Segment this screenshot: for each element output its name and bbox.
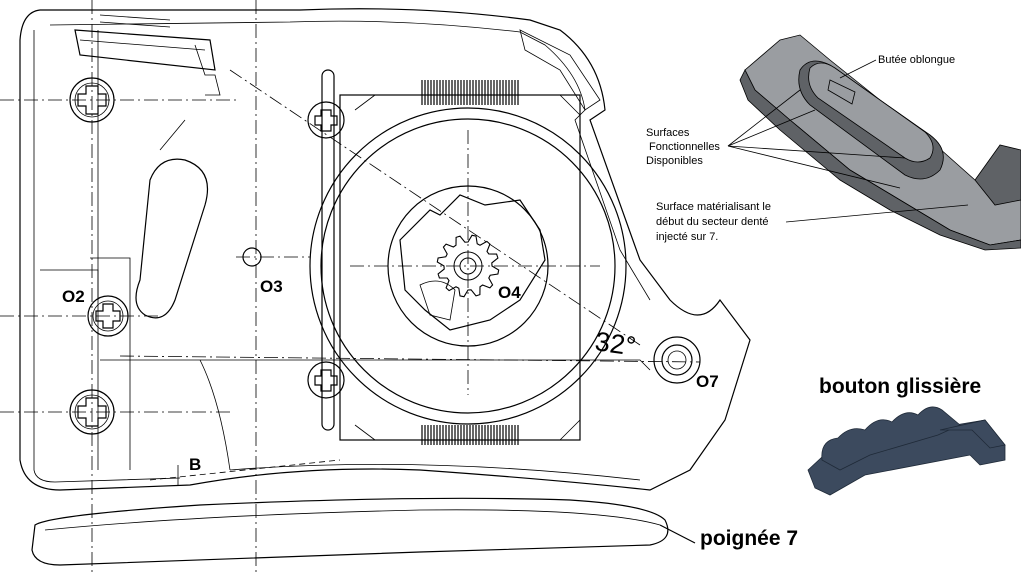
label-o4: O4 xyxy=(498,283,521,302)
oblong-slot xyxy=(135,119,209,319)
button-tab xyxy=(939,419,1006,449)
pivot-o7 xyxy=(653,336,701,384)
construction-lines xyxy=(0,0,701,574)
annotation-surface-mat-1: Surface matérialisant le xyxy=(656,201,771,213)
label-poignee: poignée 7 xyxy=(700,527,798,550)
annotation-surface-mat-2: début du secteur denté xyxy=(656,216,769,228)
annotation-surfaces-3: Disponibles xyxy=(646,155,703,167)
rack-teeth-top xyxy=(421,80,519,105)
annotation-butee: Butée oblongue xyxy=(878,54,955,66)
screw-upper-gear xyxy=(307,101,345,139)
housing-outline xyxy=(19,8,751,491)
label-o2: O2 xyxy=(62,287,85,306)
annotation-leaders xyxy=(727,59,969,223)
oblong-boss-top xyxy=(808,62,934,163)
top-slide-track xyxy=(74,14,601,111)
label-bouton: bouton glissière xyxy=(819,375,981,398)
part-side-face xyxy=(739,69,1021,251)
angle-label: 32° xyxy=(593,326,638,361)
label-b: B xyxy=(189,455,201,474)
label-o7: O7 xyxy=(696,372,719,391)
annotation-surfaces-2: Fonctionnelles xyxy=(649,141,720,153)
annotation-surface-mat-3: injecté sur 7. xyxy=(656,231,718,243)
pinion-teeth xyxy=(436,234,500,298)
button-ridges xyxy=(821,406,961,471)
part-corner-block xyxy=(974,144,1021,206)
handle-poignee-7 xyxy=(31,497,696,566)
label-o3: O3 xyxy=(260,277,283,296)
annotation-surfaces-1: Surfaces xyxy=(646,127,690,139)
screw-lower-gear xyxy=(307,361,345,399)
oblong-stop-part xyxy=(739,34,1021,251)
slide-button-part xyxy=(807,406,1006,496)
rack-teeth-bottom xyxy=(421,425,519,445)
